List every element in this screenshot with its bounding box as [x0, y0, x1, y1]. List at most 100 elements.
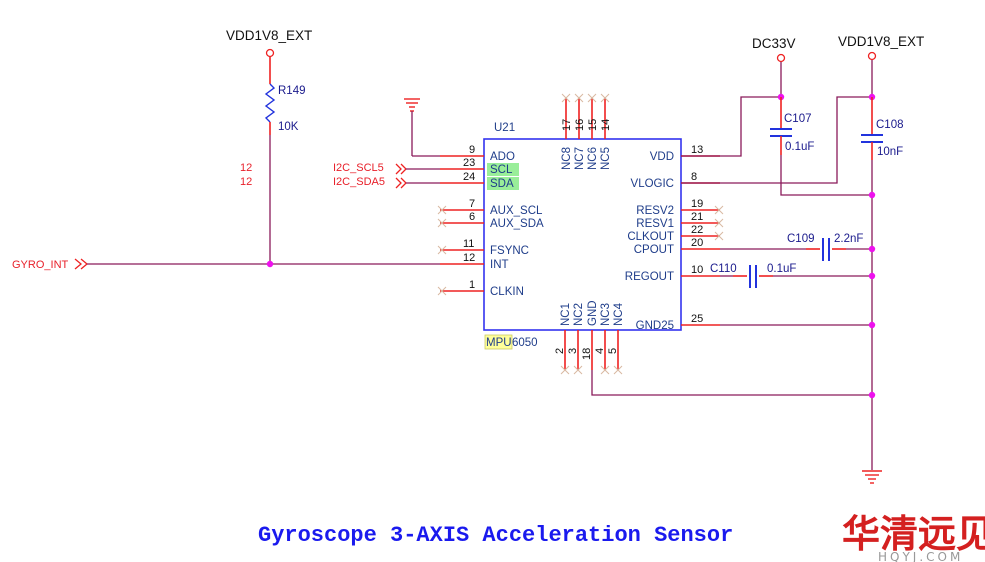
pin-number: 8: [691, 171, 697, 183]
pin-number: 17: [561, 119, 573, 131]
net-port-i2c-scl5[interactable]: I2C_SCL5: [333, 162, 440, 175]
pin-highlight: [487, 163, 519, 176]
pin-number: 3: [567, 348, 579, 354]
cap-refdes: C108: [876, 119, 904, 131]
power-rail-dc33v: DC33V C107 0.1uF: [681, 36, 872, 196]
pin-name: REGOUT: [625, 271, 674, 283]
chip-body-u21[interactable]: [483, 138, 682, 331]
logo-subtext: HQYJ.COM: [878, 550, 963, 562]
cap-refdes: C110: [710, 263, 737, 275]
pin-number: 13: [691, 144, 703, 156]
pin-name: NC4: [613, 302, 625, 326]
no-connect-icon: [560, 365, 570, 375]
pin-name: SDA: [490, 178, 514, 190]
net-port-i2c-sda5[interactable]: I2C_SDA5: [333, 176, 440, 189]
part-prefix: MPU: [486, 337, 512, 349]
power-rail-vdd1v8-right: VDD1V8_EXT C108 10nF: [681, 34, 924, 470]
pin-number: 5: [607, 348, 619, 354]
cap-refdes: C109: [787, 233, 815, 245]
pin-name: VLOGIC: [631, 178, 674, 190]
schematic-title: Gyroscope 3-AXIS Acceleration Sensor: [258, 523, 733, 548]
cap-value: 2.2nF: [834, 233, 863, 245]
junction-dot: [868, 321, 876, 329]
pin-name: NC8: [561, 147, 573, 170]
power-label: VDD1V8_EXT: [838, 34, 924, 49]
chip-refdes: U21: [494, 122, 515, 134]
cap-refdes: C107: [784, 113, 812, 125]
resistor-icon: [264, 83, 276, 123]
no-connect-icon: [613, 365, 623, 375]
resistor-value: 10K: [278, 121, 299, 133]
pin-name: ADO: [490, 151, 515, 163]
pin-number: 10: [691, 264, 703, 276]
no-connect-icon: [574, 93, 584, 103]
power-label: DC33V: [752, 36, 796, 51]
junction-dot: [868, 191, 876, 199]
pin-number: 14: [600, 119, 612, 131]
chip-pin-nc4[interactable]: 5 NC4: [607, 302, 625, 375]
pin-number: 12: [463, 252, 475, 264]
pin-name: AUX_SCL: [490, 205, 543, 217]
no-connect-icon: [600, 93, 610, 103]
pin-name: NC2: [573, 303, 585, 326]
pin-number: 18: [581, 348, 593, 360]
junction-dot: [868, 245, 876, 253]
pin-name: RESV1: [636, 218, 674, 230]
pin-name: GND: [587, 300, 599, 326]
pin-name: NC7: [574, 147, 586, 170]
pin-number: 21: [691, 211, 703, 223]
pin-number: 25: [691, 313, 703, 325]
pin-name: CLKIN: [490, 286, 524, 298]
no-connect-icon: [714, 205, 724, 215]
page-ref: 12: [240, 162, 252, 174]
pin-number: 4: [594, 348, 606, 354]
junction-dot: [868, 391, 876, 399]
watermark-logo: 华清远见 HQYJ.COM: [842, 512, 985, 562]
pin-number: 24: [463, 171, 475, 183]
pin-name: GND25: [636, 320, 674, 332]
gnd-symbol-ado: [404, 98, 440, 157]
pin-number: 1: [469, 279, 475, 291]
part-suffix: 6050: [512, 337, 538, 349]
power-port-icon: [265, 48, 275, 58]
pin-number: 19: [691, 198, 703, 210]
pin-name: CPOUT: [634, 244, 674, 256]
resistor-refdes: R149: [278, 85, 306, 97]
chip-pin-nc2[interactable]: 3 NC2: [567, 303, 585, 375]
pin-name: VDD: [650, 151, 674, 163]
power-port-icon: [867, 51, 877, 61]
net-port-gyro-int[interactable]: GYRO_INT: [12, 258, 440, 271]
chip-pin-gnd[interactable]: 18 GND: [581, 300, 599, 370]
pin-name: FSYNC: [490, 245, 529, 257]
pin-name: NC1: [560, 303, 572, 326]
pin-number: 6: [469, 211, 475, 223]
no-connect-icon: [437, 245, 447, 255]
pin-name: CLKOUT: [627, 231, 674, 243]
